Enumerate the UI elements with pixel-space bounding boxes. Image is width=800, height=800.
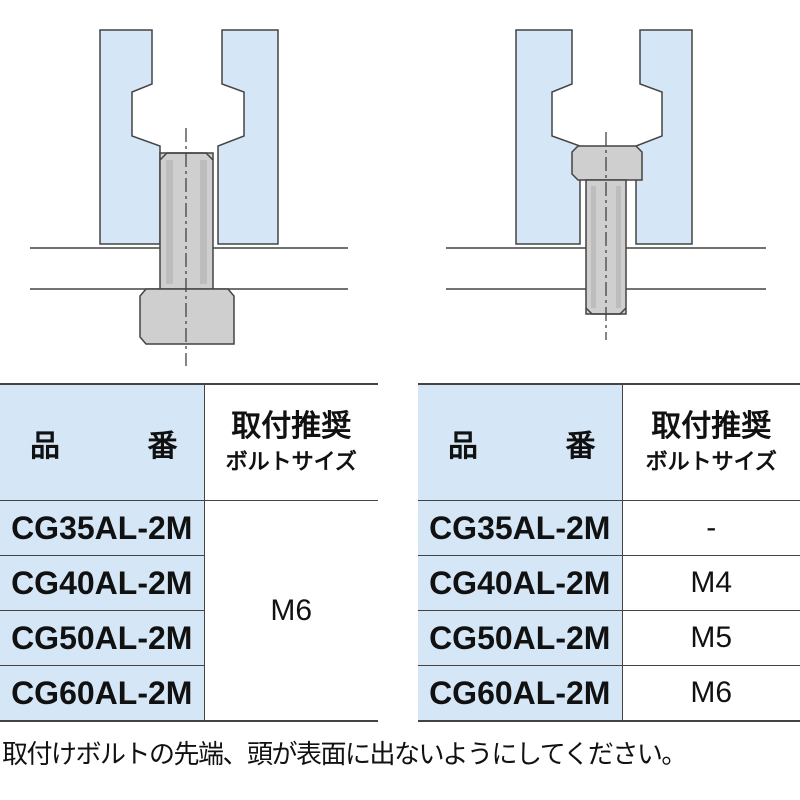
part-number-cell: CG50AL-2M <box>0 610 205 666</box>
rail-profile-right-2 <box>635 29 693 245</box>
rail-profile-left <box>99 29 161 245</box>
header-size-label-2: ボルトサイズ <box>225 449 357 475</box>
header-part-number: 品 番 <box>0 383 205 501</box>
bolt-size-table-left: 品 番 取付推奨 ボルトサイズ CG35AL-2M M6 CG40AL-2M C… <box>0 383 378 722</box>
header-bolt-size: 取付推奨 ボルトサイズ <box>204 383 378 501</box>
part-number-cell: CG40AL-2M <box>418 555 623 611</box>
footnote-text: 取付けボルトの先端、頭が表面に出ないようにしてください。 <box>2 740 687 770</box>
diagram-top-mount <box>446 29 766 340</box>
header-size-label-2: ボルトサイズ <box>645 449 777 475</box>
header-bolt-size: 取付推奨 ボルトサイズ <box>622 383 800 501</box>
bolt-size-cell: - <box>622 500 800 556</box>
rail-profile-right <box>217 29 279 245</box>
bolt-size-cell: M4 <box>622 555 800 611</box>
bolt-thread-left <box>166 160 173 284</box>
table-row: CG60AL-2M <box>0 665 378 722</box>
bolt-thread-right-2 <box>616 186 621 308</box>
table-header-row: 品 番 取付推奨 ボルトサイズ <box>0 383 378 501</box>
part-number-cell: CG35AL-2M <box>418 500 623 556</box>
part-number-cell: CG60AL-2M <box>418 665 623 722</box>
bolt-head <box>139 288 235 345</box>
bolt-thread-right <box>200 160 207 284</box>
bolt-head-2 <box>571 145 643 181</box>
table-row: CG35AL-2M M6 <box>0 500 378 722</box>
table-row: CG50AL-2M M5 <box>418 610 800 666</box>
header-part-number: 品 番 <box>418 383 623 501</box>
diagram-bottom-mount <box>30 29 348 366</box>
table-row: CG60AL-2M M6 <box>418 665 800 722</box>
table-row: CG50AL-2M <box>0 610 378 666</box>
part-number-cell: CG60AL-2M <box>0 665 205 722</box>
part-number-cell: CG35AL-2M <box>0 500 205 556</box>
header-part-label-2: 番 <box>147 428 178 464</box>
bolt-thread-left-2 <box>591 186 596 308</box>
table-row: CG40AL-2M <box>0 555 378 611</box>
merged-bolt-size-cell: M6 <box>204 500 378 722</box>
header-size-label-1: 取付推奨 <box>651 408 772 444</box>
part-number-cell: CG40AL-2M <box>0 555 205 611</box>
part-number-cell: CG50AL-2M <box>418 610 623 666</box>
mounting-diagram <box>30 29 766 366</box>
table-row: CG35AL-2M - <box>418 500 800 556</box>
bolt-size-cell: M6 <box>622 665 800 722</box>
header-part-label-1: 品 <box>448 428 478 464</box>
header-size-label-1: 取付推奨 <box>231 408 352 444</box>
table-header-row: 品 番 取付推奨 ボルトサイズ <box>418 383 800 501</box>
header-part-label-1: 品 <box>30 428 60 464</box>
table-row: CG40AL-2M M4 <box>418 555 800 611</box>
header-part-label-2: 番 <box>565 428 596 464</box>
bolt-size-cell: M5 <box>622 610 800 666</box>
rail-profile-left-2 <box>515 29 581 245</box>
bolt-size-table-right: 品 番 取付推奨 ボルトサイズ CG35AL-2M - CG40AL-2M M4… <box>418 383 800 722</box>
